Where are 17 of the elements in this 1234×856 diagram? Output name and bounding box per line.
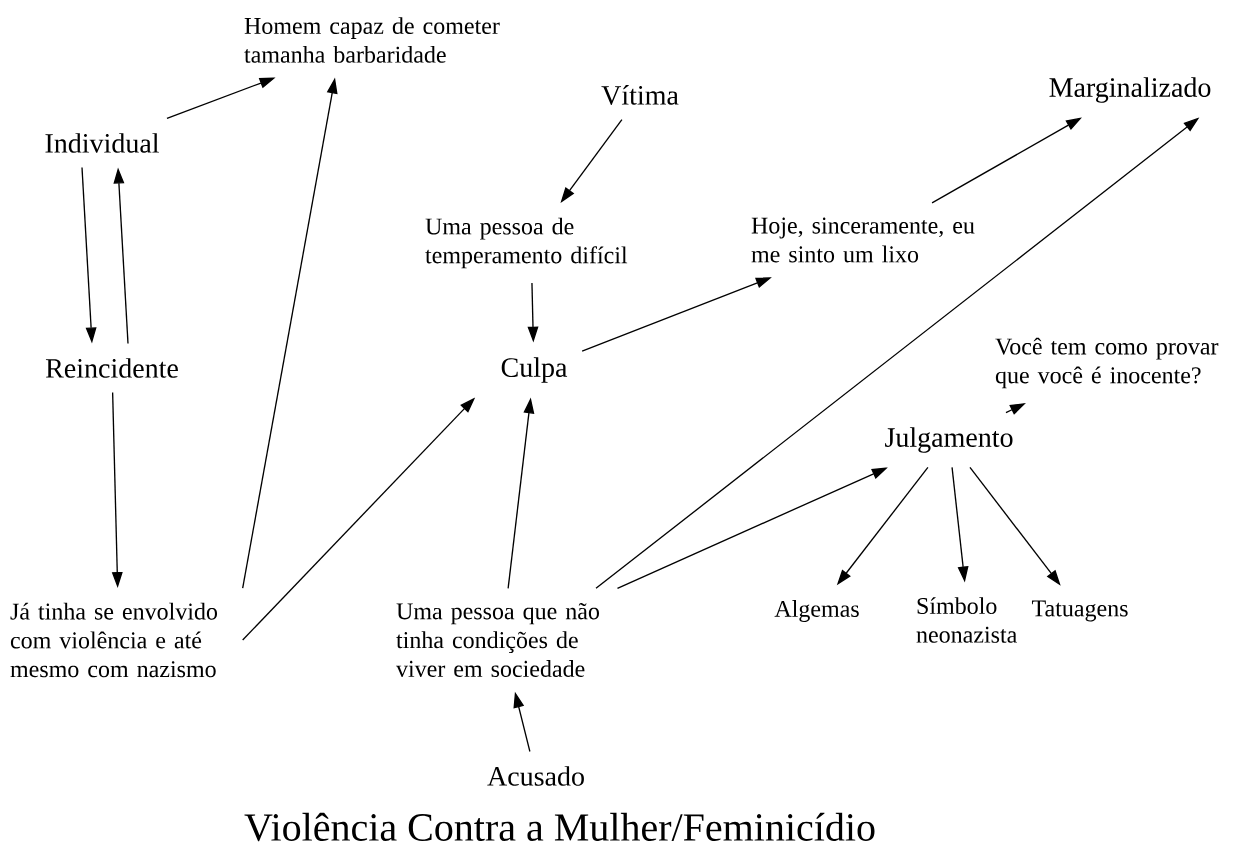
concept-text: Individual: [45, 133, 159, 153]
concept-text: Julgamento: [885, 427, 1013, 453]
concept-text: Marginalizado: [1049, 77, 1211, 103]
concept-text: Uma pessoa que não tinha condições de viver em sociedade: [396, 603, 599, 677]
concept-text: Símbolo neonazista: [916, 597, 1017, 643]
concept-text: Vítima: [601, 85, 679, 105]
concept-text: Algemas: [774, 600, 859, 622]
concept-text: Homem capaz de cometer tamanha barbaridade: [244, 17, 500, 63]
concept-text: Acusado: [487, 766, 584, 786]
concept-text: Hoje, sinceramente, eu me sinto um lixo: [751, 217, 975, 263]
concept-text: Você tem como provar que você é inocente?: [995, 337, 1219, 389]
concept-text: Tatuagens: [1032, 600, 1128, 622]
concept-text: Uma pessoa de temperamento difícil: [425, 217, 628, 269]
concept-text: Já tinha se envolvido com violência e até mesmo com nazismo: [10, 602, 218, 678]
caption: Violência Contra a Mulher/Feminicídio: [244, 812, 875, 842]
concept-text: Reincidente: [45, 358, 178, 378]
concept-text: Culpa: [501, 357, 568, 383]
